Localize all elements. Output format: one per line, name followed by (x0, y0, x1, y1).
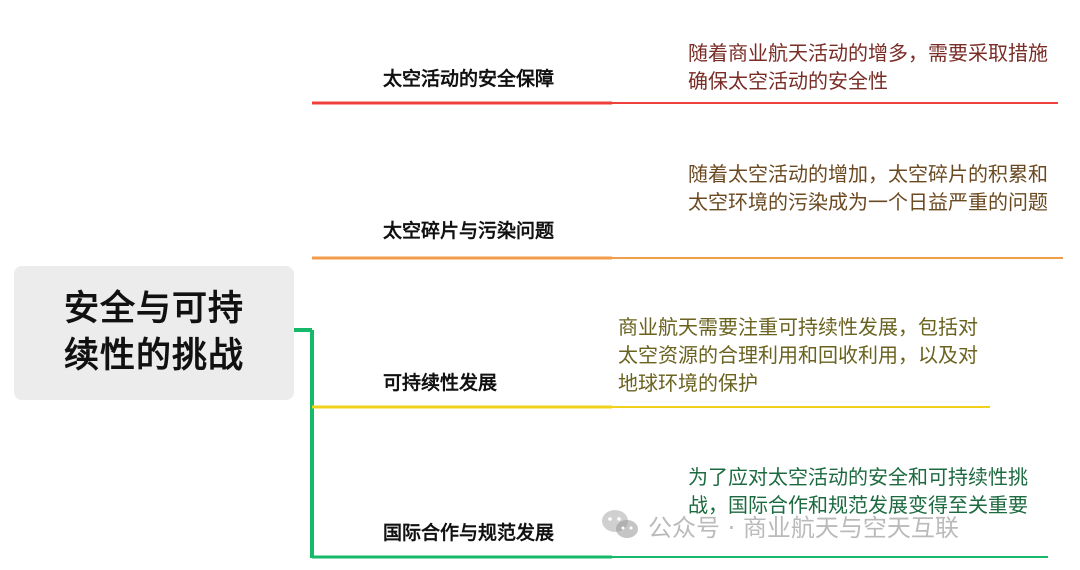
branch-title-2: 太空碎片与污染问题 (383, 220, 555, 242)
branch-note-3: 商业航天需要注重可持续性发展，包括对太空资源的合理利用和回收利用，以及对地球环境… (618, 315, 978, 395)
watermark: 公众号 · 商业航天与空天互联 (600, 505, 1060, 545)
central-topic-label: 安全与可持续性的挑战 (63, 289, 244, 376)
branch-title-4: 国际合作与规范发展 (383, 522, 555, 544)
branch-title-1: 太空活动的安全保障 (383, 68, 555, 90)
branch-title-3: 可持续性发展 (383, 372, 498, 394)
branch-note-1: 随着商业航天活动的增多，需要采取措施确保太空活动的安全性 (688, 41, 1048, 93)
branch-note-2: 随着太空活动的增加，太空碎片的积累和太空环境的污染成为一个日益严重的问题 (688, 162, 1048, 214)
wechat-icon (602, 510, 638, 538)
watermark-text: 公众号 · 商业航天与空天互联 (648, 513, 959, 542)
central-topic: 安全与可持续性的挑战 (14, 266, 294, 400)
branch-note-4: 为了应对太空活动的安全和可持续性挑战，国际合作和规范发展变得至关重要 (688, 465, 1028, 517)
